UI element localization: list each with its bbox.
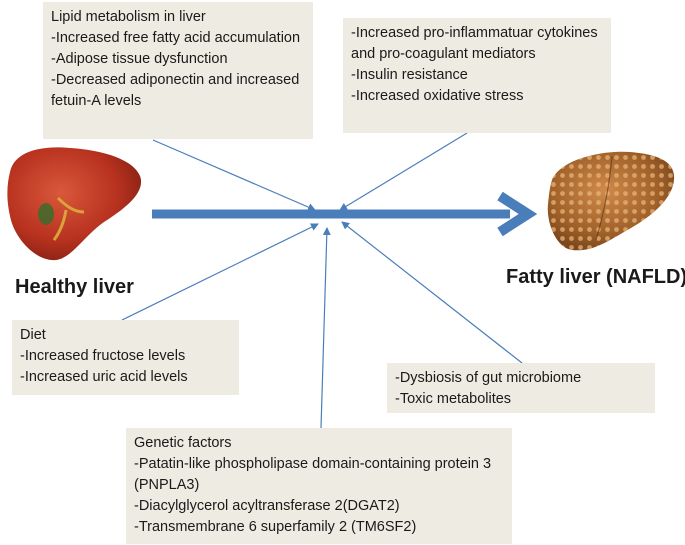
lipid-item-3: -Decreased adiponectin and increased fet… — [51, 72, 300, 109]
diet-item-1: -Increased fructose levels — [20, 348, 186, 364]
arrow-from-gut — [341, 221, 523, 364]
genetic-title: Genetic factors — [134, 435, 232, 451]
lipid-title: Lipid metabolism in liver — [51, 9, 206, 25]
arrow-from-diet — [121, 223, 319, 321]
gut-item-1: -Dysbiosis of gut microbiome — [395, 370, 582, 386]
inflammatory-item-1: -Increased pro-inflammatuar cytokines an… — [351, 25, 598, 62]
connector-arrows — [121, 132, 523, 429]
arrow-from-lipid — [152, 139, 316, 211]
gut-microbiome-box: -Dysbiosis of gut microbiome -Toxic meta… — [387, 363, 655, 413]
inflammatory-item-3: -Increased oxidative stress — [351, 88, 524, 104]
arrow-from-genetic — [320, 227, 331, 429]
genetic-item-2: -Diacylglycerol acyltransferase 2(DGAT2) — [134, 498, 400, 514]
main-progression-arrow — [152, 191, 538, 237]
fatty-liver-image — [547, 151, 675, 251]
arrow-from-inflammatory — [339, 132, 468, 211]
lipid-item-1: -Increased free fatty acid accumulation — [51, 30, 301, 46]
diet-item-2: -Increased uric acid levels — [20, 369, 188, 385]
genetic-item-3: -Transmembrane 6 superfamily 2 (TM6SF2) — [134, 519, 417, 535]
diet-box: Diet -Increased fructose levels -Increas… — [12, 320, 239, 395]
fatty-liver-label: Fatty liver (NAFLD) — [506, 266, 685, 288]
diet-title: Diet — [20, 327, 46, 343]
lipid-item-2: -Adipose tissue dysfunction — [51, 51, 228, 67]
inflammatory-box: -Increased pro-inflammatuar cytokines an… — [343, 18, 611, 133]
healthy-liver-image — [7, 147, 142, 261]
lipid-metabolism-box: Lipid metabolism in liver -Increased fre… — [43, 2, 313, 139]
gut-item-2: -Toxic metabolites — [395, 391, 512, 407]
healthy-liver-label: Healthy liver — [15, 276, 134, 298]
genetic-factors-box: Genetic factors -Patatin-like phospholip… — [126, 428, 512, 544]
inflammatory-item-2: -Insulin resistance — [351, 67, 468, 83]
genetic-item-1: -Patatin-like phospholipase domain-conta… — [134, 456, 492, 493]
